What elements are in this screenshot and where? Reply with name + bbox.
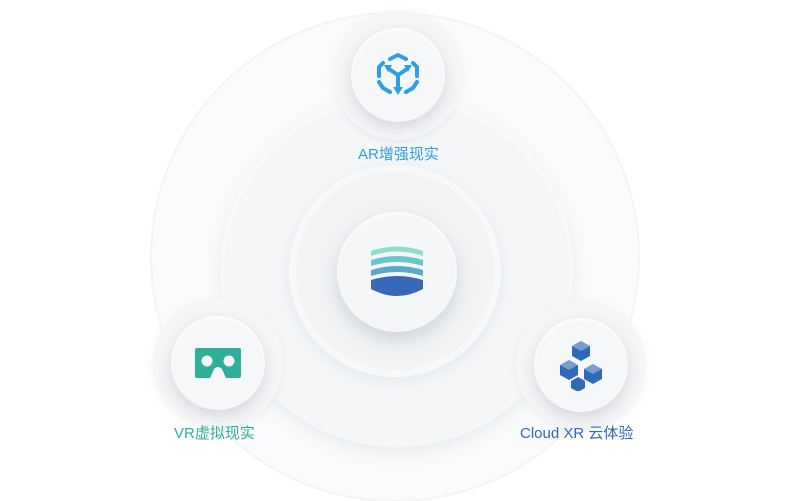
ar-label: AR增强现实 — [358, 146, 439, 163]
vr-headset-icon — [195, 348, 241, 378]
cloud-label: Cloud XR 云体验 — [520, 425, 634, 442]
cloud-node[interactable] — [534, 318, 628, 412]
vr-label: VR虚拟现实 — [174, 425, 255, 442]
center-node — [337, 212, 457, 332]
layers-logo-icon — [371, 246, 423, 296]
ar-node[interactable] — [351, 28, 445, 122]
ar-cube-icon — [377, 53, 419, 95]
cloud-hexagon-icon — [560, 341, 602, 391]
vr-node[interactable] — [171, 316, 265, 410]
